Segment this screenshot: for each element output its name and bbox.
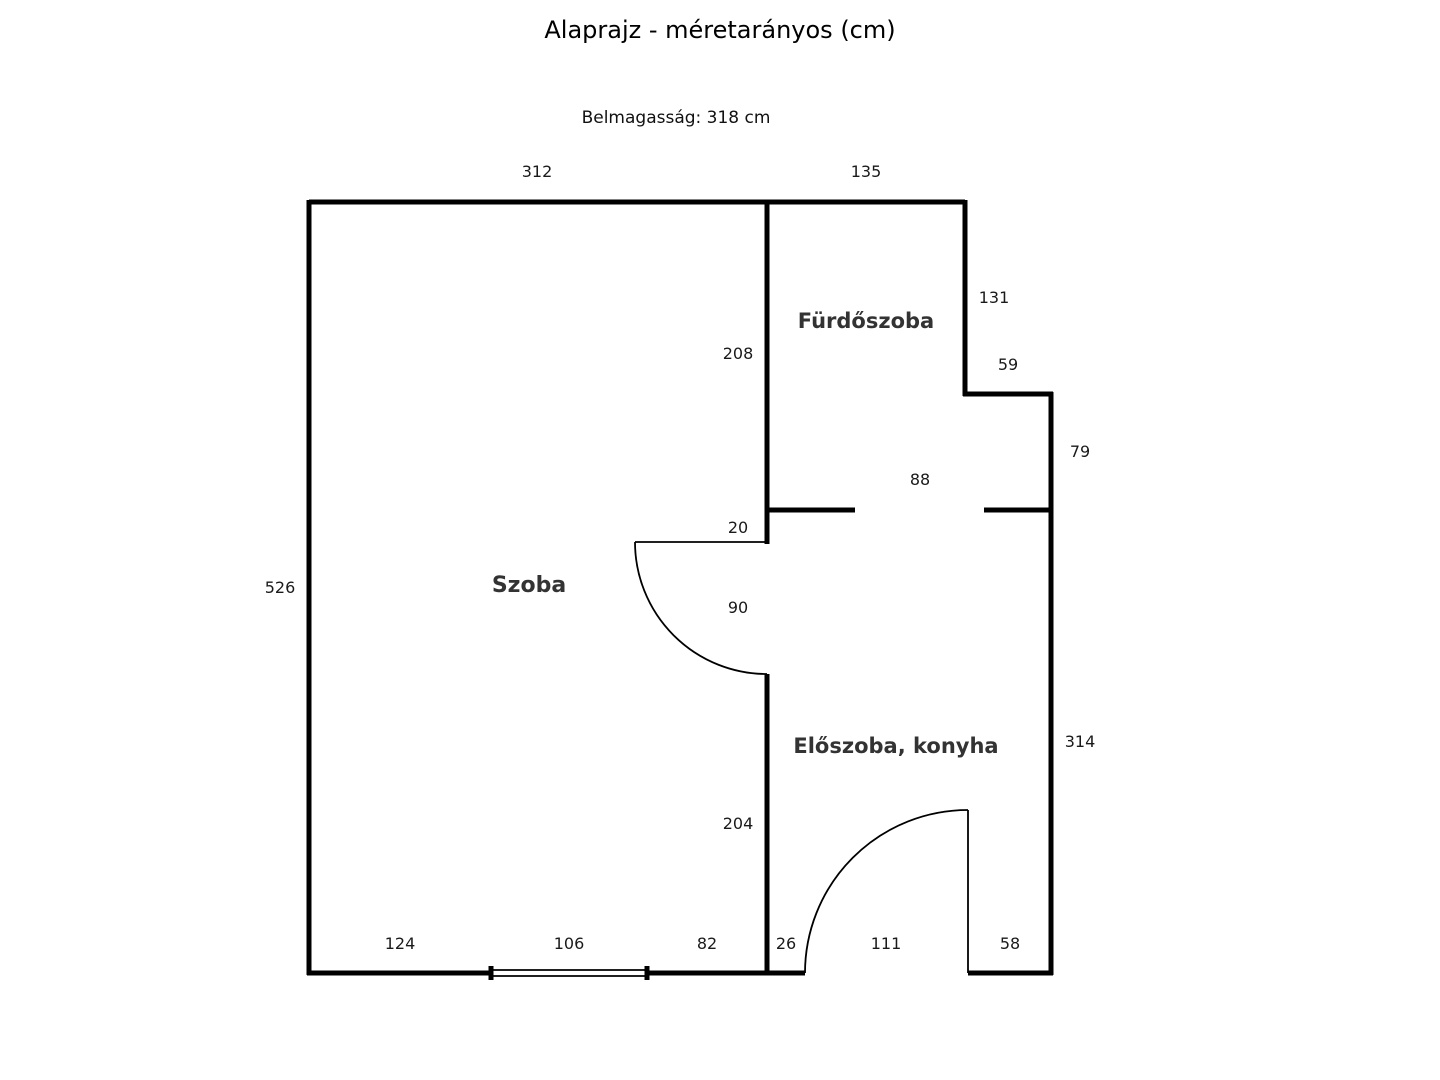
room-label-eloszoba: Előszoba, konyha [793,734,998,758]
walls [306,199,1054,976]
dim-window: 106 [554,934,585,953]
dim-notch-right: 79 [1070,442,1090,461]
plan-title: Alaprajz - méretarányos (cm) [544,16,895,44]
dim-bath-right-wall: 131 [979,288,1010,307]
dim-bottom-stub: 26 [776,934,796,953]
dim-bottom-mid: 82 [697,934,717,953]
dim-bottom-left: 124 [385,934,416,953]
dim-left-wall: 526 [265,578,296,597]
dimension-labels: 312 135 526 131 59 79 314 208 20 90 204 … [265,162,1096,953]
dim-bottom-right: 58 [1000,934,1020,953]
window [488,966,650,980]
room-label-furdoszoba: Fürdőszoba [798,309,934,333]
dim-partition-lower: 204 [723,814,754,833]
ceiling-height-label: Belmagasság: 318 cm [582,108,771,128]
dim-top-left-wall: 312 [522,162,553,181]
dim-partition-stub: 20 [728,518,748,537]
dim-partition-upper: 208 [723,344,754,363]
inner-door-swing [634,541,768,675]
inner-door [634,541,768,675]
dim-top-right-wall: 135 [851,162,882,181]
dim-entry-door: 111 [871,934,902,953]
dim-right-wall: 314 [1065,732,1096,751]
entry-door [804,809,969,974]
dim-bath-door: 88 [910,470,930,489]
dim-notch-top: 59 [998,355,1018,374]
dim-inner-door: 90 [728,598,748,617]
entry-door-swing [804,809,969,974]
room-label-szoba: Szoba [492,573,566,598]
